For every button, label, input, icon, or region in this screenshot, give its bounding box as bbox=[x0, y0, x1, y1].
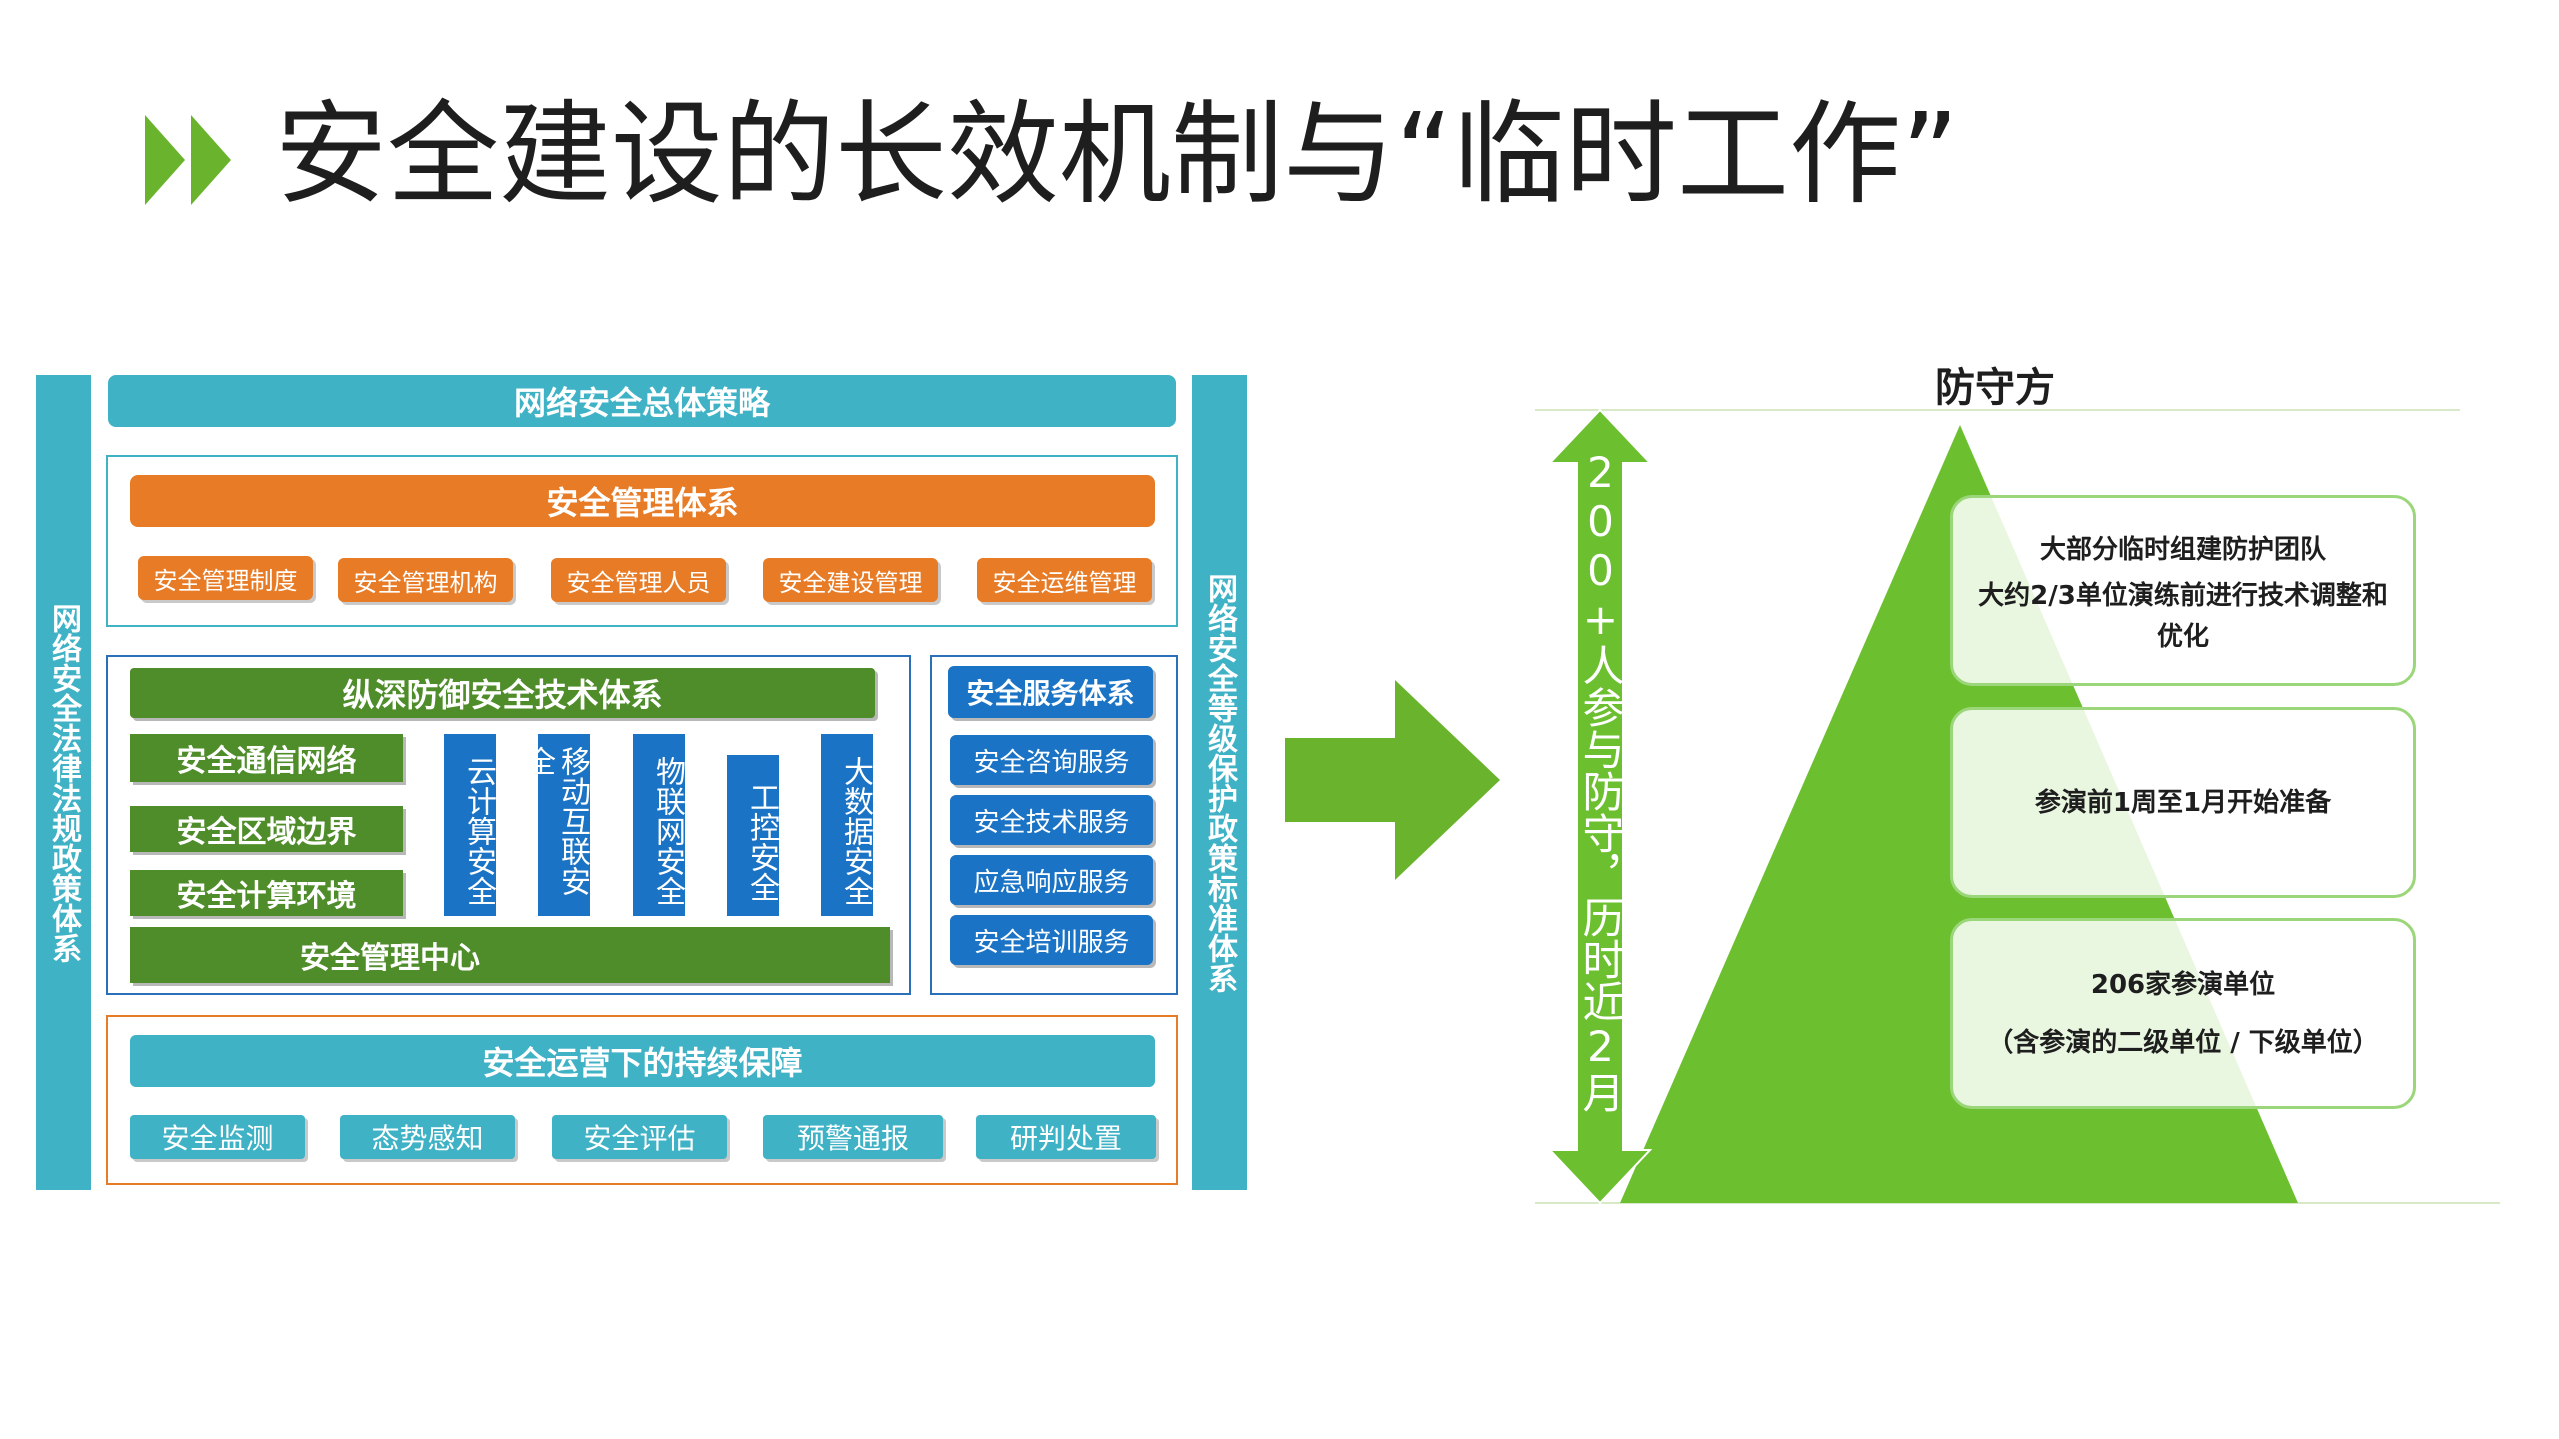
pyramid-box-top: 大部分临时组建防护团队 大约2/3单位演练前进行技术调整和 优化 bbox=[1950, 495, 2416, 686]
defense-vertical: 移动互联安全 bbox=[520, 734, 590, 916]
defense-row: 安全通信网络 bbox=[130, 734, 403, 782]
operations-frame bbox=[106, 1015, 1178, 1185]
defender-label: 防守方 bbox=[1935, 365, 2055, 411]
defense-vertical: 大数据安全 bbox=[821, 734, 873, 916]
pyramid-box-middle: 参演前1周至1月开始准备 bbox=[1950, 707, 2416, 898]
left-legal-column: 网络安全法律法规政策体系 bbox=[36, 375, 91, 1190]
box-line: 大部分临时组建防护团队 bbox=[2039, 534, 2326, 565]
title-chevron-icon bbox=[145, 115, 245, 205]
defense-vertical: 工控安全 bbox=[727, 755, 779, 916]
service-item: 安全咨询服务 bbox=[950, 735, 1153, 785]
service-item: 应急响应服务 bbox=[950, 855, 1153, 905]
right-arrow-icon bbox=[1285, 680, 1500, 880]
operations-item: 态势感知 bbox=[340, 1115, 515, 1159]
right-standard-column: 网络安全等级保护政策标准体系 bbox=[1192, 375, 1247, 1190]
defense-frame bbox=[106, 655, 911, 995]
service-item: 安全培训服务 bbox=[950, 915, 1153, 965]
operations-title-bar: 安全运营下的持续保障 bbox=[130, 1035, 1155, 1087]
management-title-bar: 安全管理体系 bbox=[130, 475, 1155, 527]
management-item: 安全管理机构 bbox=[338, 558, 513, 602]
box-line: 206家参演单位 bbox=[2090, 969, 2276, 1000]
page-title: 安全建设的长效机制与“临时工作” bbox=[275, 90, 1960, 220]
service-title: 安全服务体系 bbox=[948, 666, 1153, 718]
management-frame bbox=[106, 455, 1178, 627]
management-item: 安全建设管理 bbox=[763, 558, 938, 602]
box-line: 大约2/3单位演练前进行技术调整和 bbox=[1978, 580, 2388, 611]
arrow-duration-text: 200+人参与防守，历时近2月 bbox=[1576, 448, 1625, 1113]
defense-vertical: 云计算安全 bbox=[444, 734, 496, 916]
pyramid-box-bottom: 206家参演单位 （含参演的二级单位 / 下级单位） bbox=[1950, 918, 2416, 1109]
box-line: 优化 bbox=[2156, 621, 2209, 652]
defense-row: 安全区域边界 bbox=[130, 806, 403, 852]
operations-item: 研判处置 bbox=[976, 1115, 1156, 1159]
service-item: 安全技术服务 bbox=[950, 795, 1153, 845]
defense-vertical: 物联网安全 bbox=[633, 734, 685, 916]
operations-item: 安全评估 bbox=[552, 1115, 727, 1159]
management-item: 安全运维管理 bbox=[977, 558, 1152, 602]
operations-item: 预警通报 bbox=[763, 1115, 943, 1159]
box-line: （含参演的二级单位 / 下级单位） bbox=[1987, 1027, 2379, 1058]
operations-item: 安全监测 bbox=[130, 1115, 305, 1159]
box-line: 参演前1周至1月开始准备 bbox=[2034, 787, 2332, 818]
defense-title-bar: 纵深防御安全技术体系 bbox=[130, 668, 875, 718]
overall-strategy-bar: 网络安全总体策略 bbox=[108, 375, 1176, 427]
management-item: 安全管理人员 bbox=[551, 558, 726, 602]
defense-row: 安全计算环境 bbox=[130, 870, 403, 916]
service-frame bbox=[930, 655, 1178, 995]
management-item: 安全管理制度 bbox=[138, 556, 313, 600]
security-management-center: 安全管理中心 bbox=[130, 927, 890, 983]
